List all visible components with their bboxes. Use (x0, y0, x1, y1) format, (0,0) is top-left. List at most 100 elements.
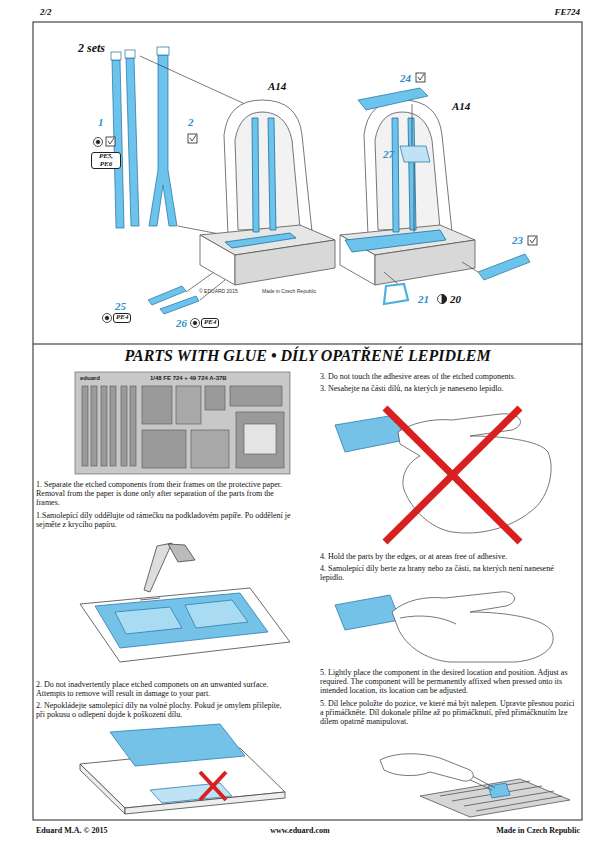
cutting-sketch (168, 544, 195, 562)
harness-part (478, 254, 530, 280)
check-icon (418, 74, 424, 80)
callout-number: 23 (512, 234, 523, 247)
ejection-seat (345, 230, 446, 252)
paint-icon (103, 314, 112, 323)
check-icon (188, 134, 197, 143)
instruction-text: 1. Separate the etched components from t… (36, 480, 292, 508)
etched-fret (110, 386, 116, 466)
part-name: A14 (452, 100, 470, 113)
harness-part (400, 146, 430, 162)
leader-line (384, 272, 398, 284)
etched-fret (121, 386, 127, 466)
etched-fret (191, 430, 229, 468)
surface-sketch (110, 724, 245, 766)
sheet-frame (33, 22, 582, 820)
harness-part (358, 88, 530, 304)
watermark: © EDUARD 2015 (199, 289, 238, 295)
etched-fret (230, 386, 282, 406)
sheet-frame (33, 22, 582, 820)
leader-line (412, 104, 413, 145)
placing-sketch (420, 779, 570, 817)
instruction-text: 2. Nepokládejte samolepící díly na volné… (36, 701, 292, 719)
callout-number: 21 (418, 293, 429, 306)
paint-icon (105, 316, 109, 320)
callout-number: 25 (115, 300, 126, 313)
harness-strap (126, 58, 139, 226)
harness-strap (111, 52, 121, 60)
harness-strap (160, 296, 199, 314)
hand-sketch (385, 408, 520, 542)
hand-sketch (398, 414, 551, 533)
callout-number: 1 (98, 116, 104, 129)
paint-icon (96, 140, 100, 144)
cutting-sketch (115, 607, 182, 634)
check-icon (530, 237, 536, 243)
instruction-text: 4. Samolepící díly berte za hrany nebo z… (320, 564, 576, 582)
surface-sketch (200, 772, 226, 800)
harness-strap (149, 55, 177, 226)
ejection-seat (392, 118, 399, 232)
etched-fret (205, 386, 225, 410)
note-label: 2 sets (78, 42, 105, 56)
cutting-sketch (95, 593, 268, 648)
harness-part (384, 284, 408, 304)
footer-text: www.eduard.com (200, 826, 400, 835)
cutting-sketch (80, 543, 290, 662)
cutting-sketch (185, 600, 248, 628)
placing-sketch (488, 783, 510, 798)
footer-text: Made in Czech Republic (430, 826, 580, 835)
page-header: 2/2 (40, 7, 52, 17)
sheet-frame (33, 344, 582, 345)
instruction-text: 3. Do not touch the adhesive areas of th… (320, 372, 576, 381)
hand-sketch (335, 408, 551, 542)
ejection-seat (200, 100, 335, 285)
leader-line (462, 262, 478, 272)
cutting-sketch (80, 588, 290, 662)
instruction-text: 2. Do not inadvertently place etched com… (36, 680, 292, 698)
cutting-sketch (144, 543, 172, 592)
paint-icon (94, 138, 103, 147)
harness-strap (111, 47, 177, 228)
placing-sketch (380, 754, 473, 781)
paint-icon (193, 321, 197, 325)
etched-fret (75, 372, 290, 474)
ejection-seat (252, 118, 259, 232)
watermark: Made in Czech Republic (262, 289, 316, 295)
harness-strap (148, 286, 199, 314)
leader-line (414, 163, 415, 232)
fret-label: 1/48 FE 724 + 49 724 A-37B (150, 375, 227, 382)
cutting-sketch (140, 598, 160, 600)
paint-icon (191, 319, 200, 328)
ejection-seat (235, 240, 335, 285)
ejection-seat (235, 112, 300, 230)
surface-sketch (80, 724, 285, 814)
page-header: FE724 (480, 7, 580, 17)
check-icon (190, 135, 196, 141)
callout-number: 26 (176, 317, 187, 330)
etched-fret (176, 386, 201, 424)
paint-icon (438, 295, 447, 304)
ejection-seat (268, 118, 276, 230)
callout-number: 2 (188, 116, 194, 129)
leader-line (140, 56, 258, 110)
surface-sketch (80, 764, 125, 814)
instruction-text: 3. Nesahejte na části dílů, na kterých j… (320, 384, 576, 393)
placing-sketch (440, 781, 562, 811)
callout-number: 20 (450, 293, 461, 306)
callout-number: 27 (383, 148, 394, 161)
check-icon (528, 236, 537, 245)
hand-sketch (400, 616, 456, 624)
ejection-seat (224, 100, 312, 235)
instruction-text: 5. Díl lehce položte do pozice, ve které… (320, 699, 576, 727)
placing-sketch (380, 754, 570, 817)
check-icon (106, 73, 537, 245)
hand-sketch (385, 408, 520, 542)
harness-part (358, 88, 428, 110)
check-icon (106, 137, 115, 146)
fret-label: eduard (80, 375, 100, 382)
paint-icon (94, 138, 447, 328)
harness-strap (157, 47, 169, 55)
etched-fret (142, 430, 186, 468)
